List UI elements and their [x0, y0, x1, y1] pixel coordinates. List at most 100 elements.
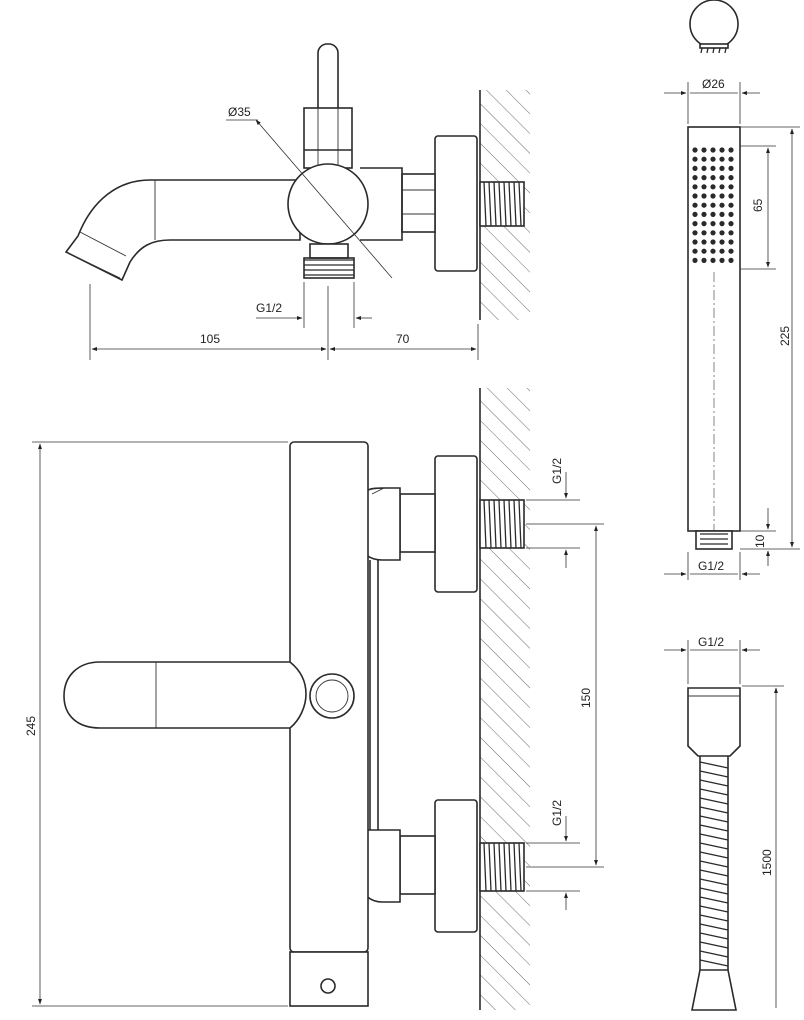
spray-nozzle — [701, 175, 707, 181]
spray-nozzle — [728, 230, 734, 236]
hose-coil-winding — [699, 815, 729, 823]
dim-wall-label: 70 — [396, 332, 410, 346]
spray-nozzle — [710, 147, 716, 153]
side-view: Ø35 G1/2 105 70 — [64, 43, 530, 360]
spray-nozzle — [719, 239, 725, 245]
hose-coil-winding — [699, 770, 729, 778]
hose-nut — [687, 687, 741, 757]
spray-nozzle — [692, 239, 698, 245]
spray-nozzle — [728, 165, 734, 171]
spray-nozzle — [710, 248, 716, 254]
spray-nozzle — [719, 221, 725, 227]
hose-coil-winding — [699, 824, 729, 832]
spray-nozzle — [701, 239, 707, 245]
hose-length-label: 1500 — [760, 849, 774, 876]
thread-bottom-label: G1/2 — [550, 800, 564, 826]
spray-nozzle — [701, 202, 707, 208]
spray-nozzle — [692, 248, 698, 254]
spray-nozzle — [710, 257, 716, 263]
hand-thread-label: G1/2 — [698, 559, 724, 573]
height-label: 245 — [24, 716, 38, 736]
hose-coil-winding — [699, 887, 729, 895]
front-lever — [63, 661, 307, 729]
spray-nozzle — [701, 230, 707, 236]
hose-coil-winding — [699, 959, 729, 967]
hose-coil — [699, 761, 729, 967]
total-length-label: 225 — [778, 326, 792, 346]
spray-nozzle — [719, 193, 725, 199]
spray-nozzle — [728, 175, 734, 181]
side-wall-thread — [479, 181, 525, 227]
spray-nozzle — [701, 221, 707, 227]
hose-coil-winding — [699, 833, 729, 841]
spray-nozzle — [719, 202, 725, 208]
spacing-label: 150 — [579, 688, 593, 708]
hose-coil-winding — [699, 932, 729, 940]
side-escutcheon — [434, 135, 478, 272]
spray-nozzle — [719, 156, 725, 162]
spray-nozzles — [692, 147, 734, 263]
spray-nozzle — [692, 211, 698, 217]
spray-nozzle — [728, 156, 734, 162]
hose-coil-winding — [699, 761, 729, 769]
spray-nozzle — [692, 202, 698, 208]
spray-nozzle — [710, 184, 716, 190]
spray-nozzle — [701, 147, 707, 153]
spray-nozzle — [692, 257, 698, 263]
spray-nozzle — [692, 156, 698, 162]
spray-nozzle — [692, 230, 698, 236]
spray-nozzle — [710, 211, 716, 217]
spray-nozzle — [719, 184, 725, 190]
spray-nozzle — [719, 147, 725, 153]
hose: G1/2 1500 — [664, 635, 784, 1011]
hose-coil-winding — [699, 851, 729, 859]
spray-nozzle — [692, 184, 698, 190]
hose-coil-winding — [699, 860, 729, 868]
spray-nozzle — [701, 193, 707, 199]
hose-coil-winding — [699, 788, 729, 796]
hose-thread-label: G1/2 — [698, 635, 724, 649]
spray-nozzle — [710, 230, 716, 236]
spray-nozzle — [710, 156, 716, 162]
spray-nozzle — [719, 175, 725, 181]
spray-nozzle — [710, 202, 716, 208]
spray-nozzle — [710, 165, 716, 171]
connector-length-label: 10 — [753, 534, 767, 548]
hose-coil-winding — [699, 923, 729, 931]
hose-coil-winding — [699, 797, 729, 805]
spray-nozzle — [728, 239, 734, 245]
hose-coil-winding — [699, 941, 729, 949]
hose-coil-winding — [699, 878, 729, 886]
hose-coil-winding — [699, 905, 729, 913]
spray-nozzle — [728, 211, 734, 217]
diverter-knob — [309, 673, 355, 719]
spray-nozzle — [710, 175, 716, 181]
spray-nozzle — [728, 184, 734, 190]
head-length-label: 65 — [751, 198, 765, 212]
spray-nozzle — [719, 248, 725, 254]
spray-nozzle — [710, 221, 716, 227]
hand-shower-end-view — [689, 0, 739, 49]
side-thread-label: G1/2 — [256, 301, 282, 315]
spray-nozzle — [719, 211, 725, 217]
spray-nozzle — [710, 239, 716, 245]
spray-nozzle — [710, 193, 716, 199]
front-view: 245 G1/2 G1/2 150 — [24, 388, 604, 1010]
spray-nozzle — [701, 156, 707, 162]
wall-section-bottom — [480, 388, 530, 1010]
dia-body-label: Ø35 — [228, 105, 251, 119]
spray-nozzle — [728, 221, 734, 227]
spray-nozzle — [692, 165, 698, 171]
spray-nozzle — [692, 193, 698, 199]
spray-nozzle — [728, 193, 734, 199]
spray-nozzle — [728, 147, 734, 153]
spray-nozzle — [692, 175, 698, 181]
thread-top-label: G1/2 — [550, 458, 564, 484]
hose-coil-winding — [699, 806, 729, 814]
spray-nozzle — [701, 165, 707, 171]
spout — [64, 179, 301, 282]
spray-nozzle — [719, 230, 725, 236]
spray-nozzle — [719, 257, 725, 263]
spray-nozzle — [692, 221, 698, 227]
